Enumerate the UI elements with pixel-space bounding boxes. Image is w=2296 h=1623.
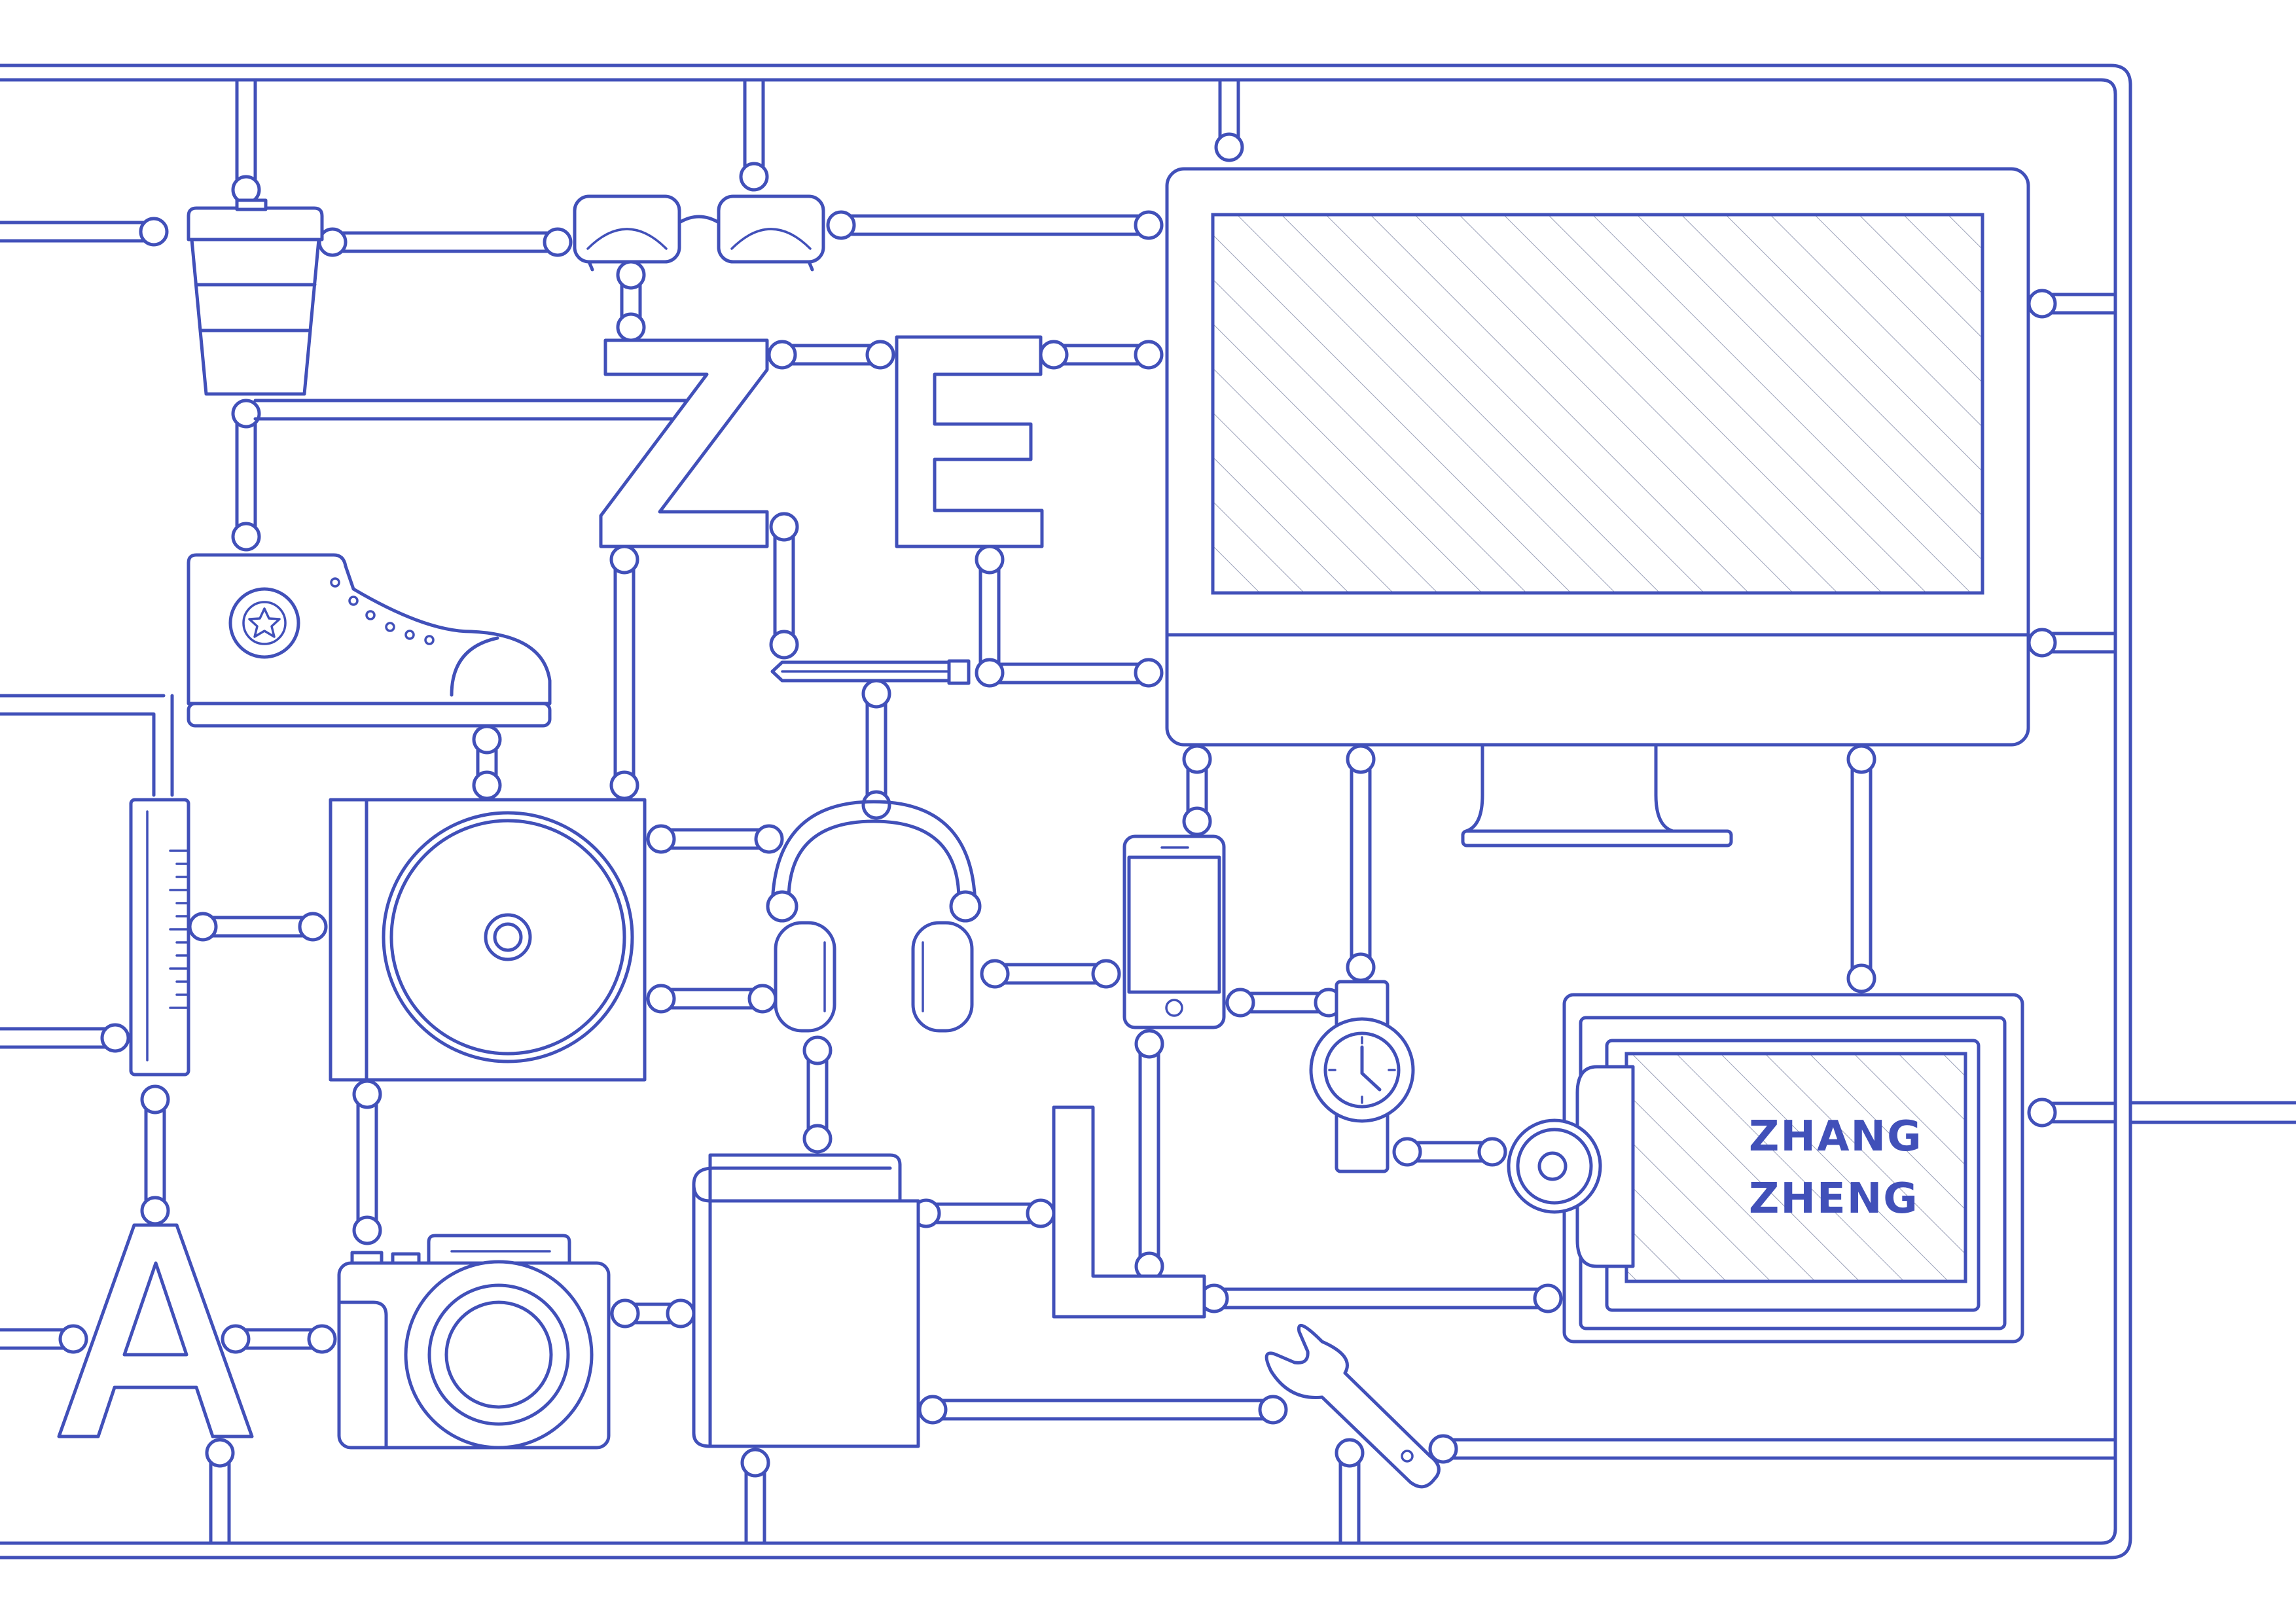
letter-a-piece	[57, 1223, 254, 1438]
camera-icon	[337, 1234, 611, 1450]
letter-l-piece	[1052, 1105, 1206, 1319]
headphones-icon	[766, 800, 982, 1033]
clipboard-icon: ZHANG ZHENG	[1507, 993, 2024, 1344]
wristwatch-icon	[1309, 980, 1415, 1173]
wrench-icon	[1265, 1324, 1441, 1489]
monitor-icon	[1165, 167, 2030, 847]
glasses-icon	[573, 194, 825, 272]
letter-e-piece	[895, 335, 1044, 548]
book-icon	[692, 1153, 920, 1448]
smartphone-icon	[1122, 834, 1226, 1029]
letter-z-piece	[599, 338, 769, 548]
sneaker-icon	[187, 553, 552, 728]
sprue-frame	[0, 63, 2296, 1560]
ruler-icon	[129, 798, 190, 1077]
clipboard-text-line2: ZHENG	[1749, 1175, 1919, 1223]
clipboard-text-line1: ZHANG	[1749, 1113, 1923, 1161]
vinyl-record-icon	[329, 798, 647, 1082]
coffee-cup-icon	[187, 198, 324, 396]
pencil-icon	[770, 659, 971, 685]
